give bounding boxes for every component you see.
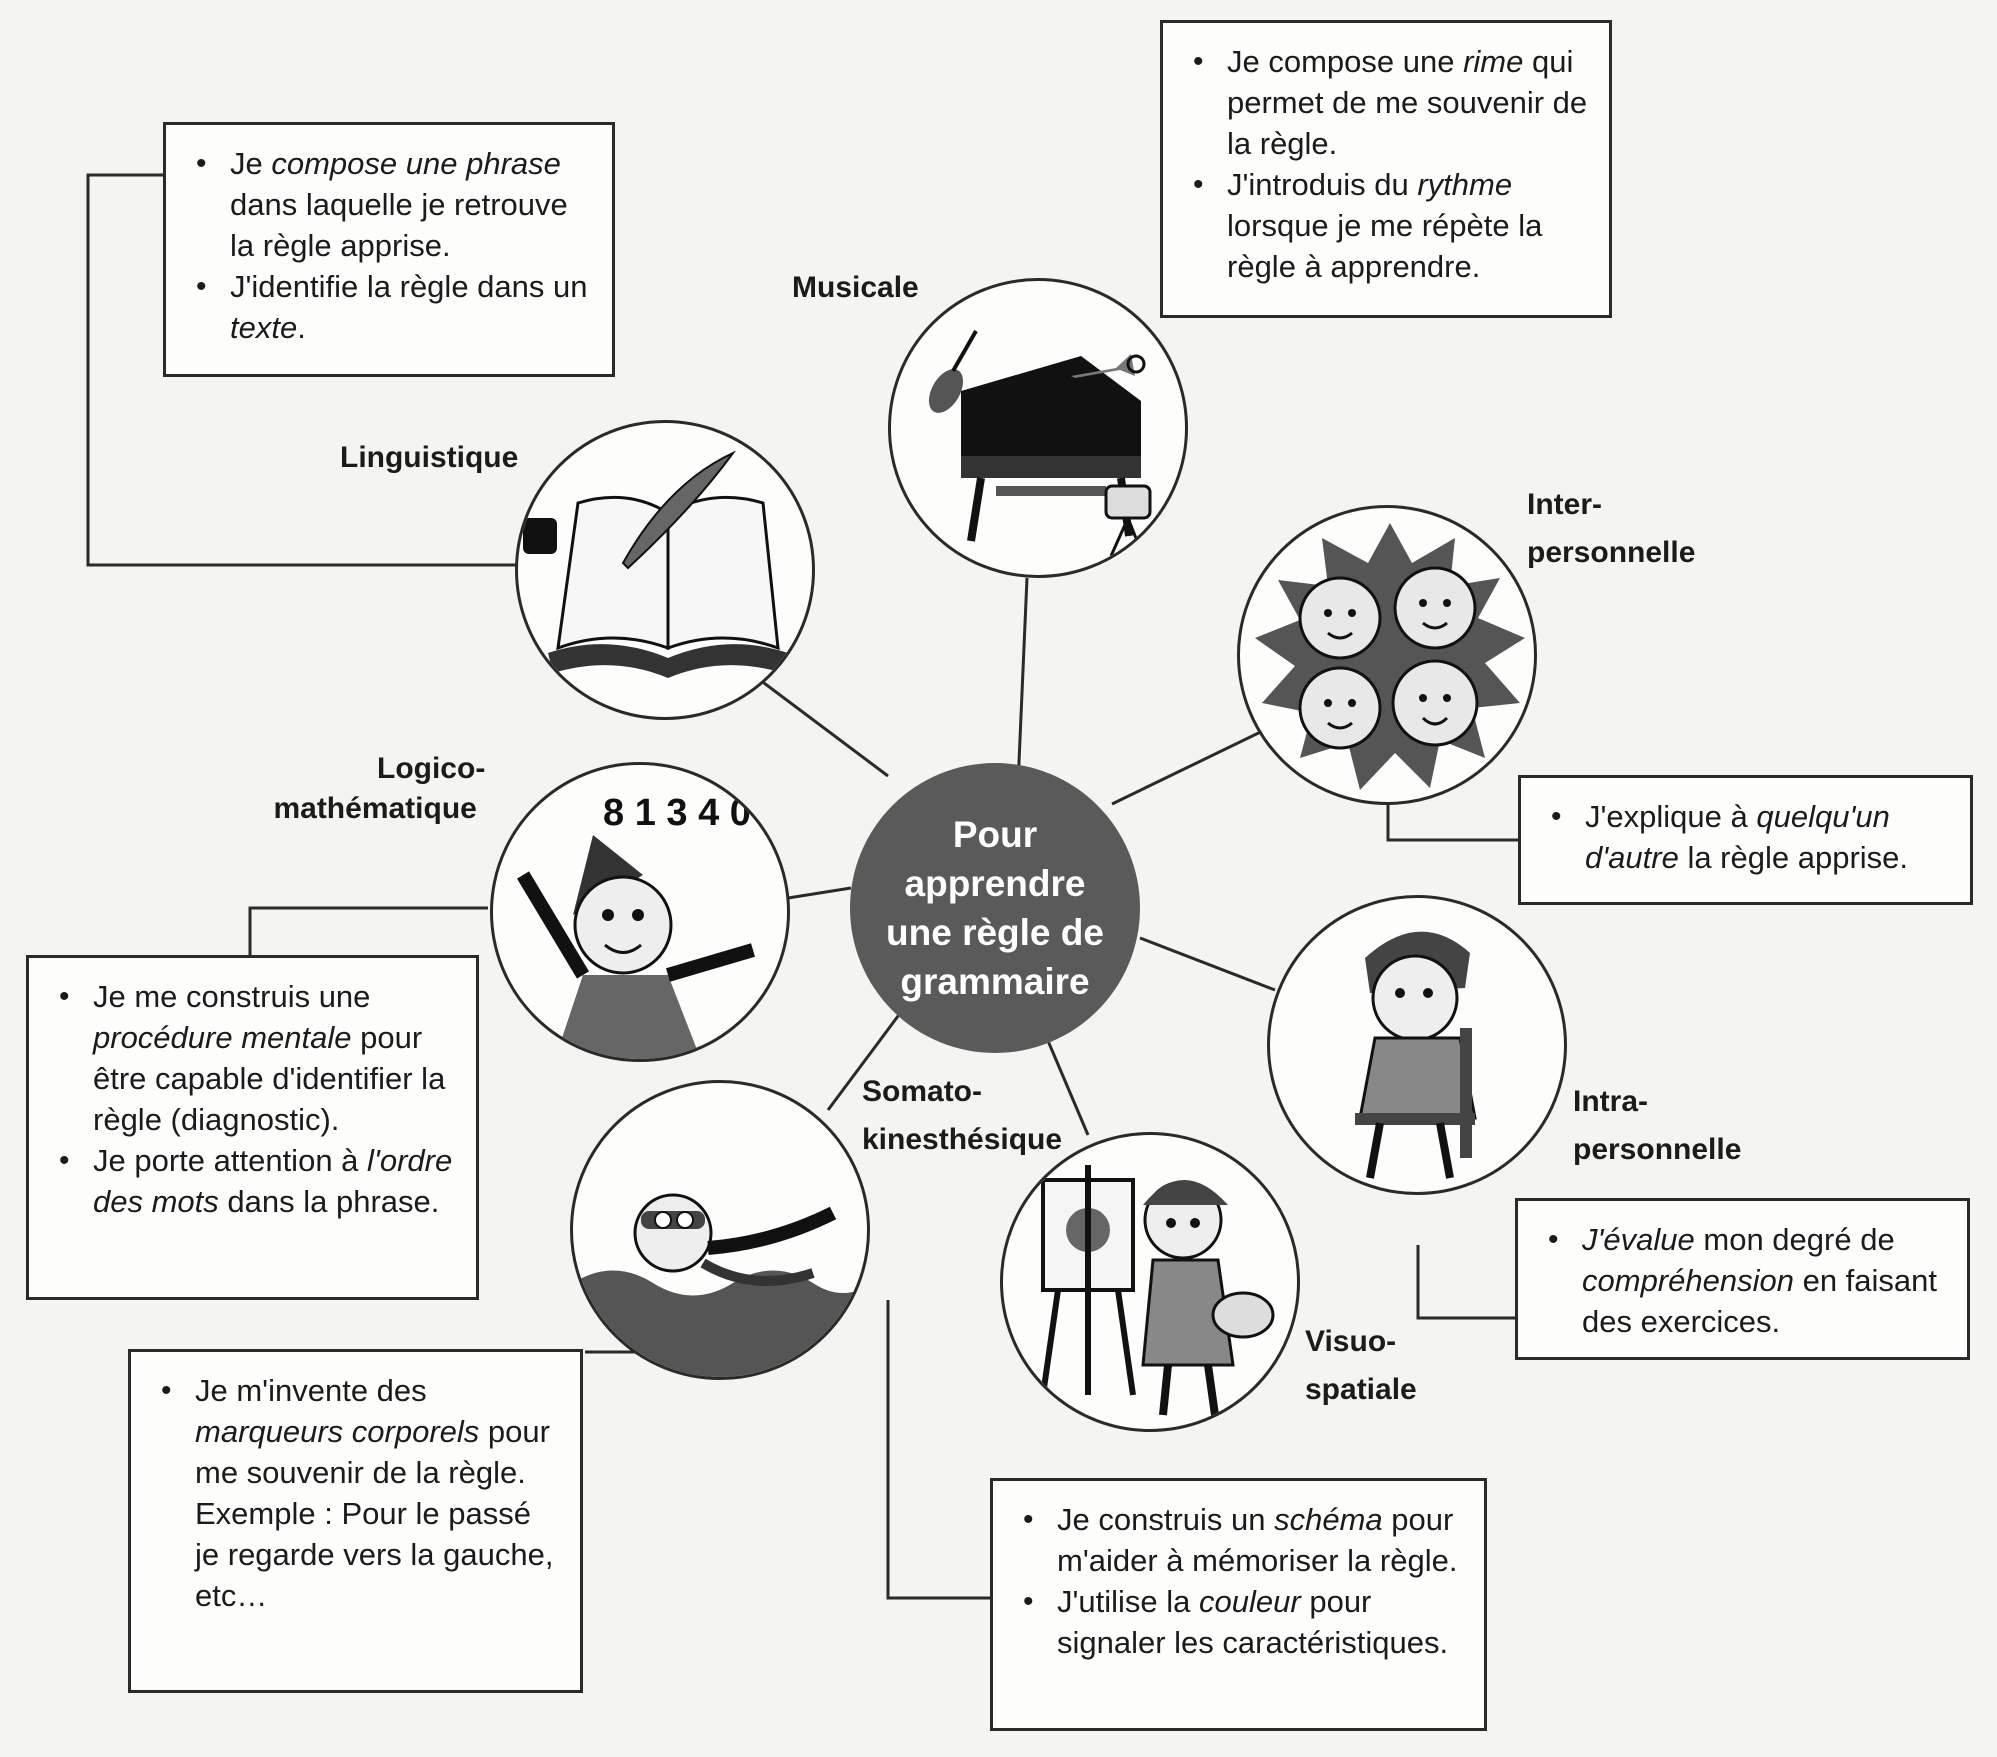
box-intrapersonnelle: J'évalue mon degré de compréhension en f… [1515,1198,1970,1360]
label-visuo: Visuo- spatiale [1305,1322,1417,1410]
box-interpersonnelle: J'explique à quelqu'un d'autre la règle … [1518,775,1973,905]
example-text: Exemple : Pour le passé je regarde vers … [195,1496,554,1613]
book-quill-icon [515,420,815,720]
label-musicale: Musicale [792,271,919,304]
label-line: spatiale [1305,1373,1417,1406]
child-numbers-icon: 8 1 3 4 0 [490,762,790,1062]
box-logico: Je me construis une procédure mentale po… [26,955,479,1300]
bullet-item: Je m'invente des marqueurs corporels pou… [161,1370,560,1493]
swimmer-icon [570,1080,870,1380]
bullet-item: Je porte attention à l'ordre des mots da… [59,1140,456,1222]
center-line: une règle de [886,912,1104,953]
bullet-item: Je construis un schéma pour m'aider à mé… [1023,1499,1464,1581]
label-linguistique: Linguistique [340,441,519,474]
center-line: apprendre [904,863,1086,904]
bullet-item: Je compose une rime qui permet de me sou… [1193,41,1589,164]
painter-easel-icon [1000,1132,1300,1432]
label-interpersonnelle: Inter- personnelle [1527,485,1695,573]
label-line: personnelle [1527,536,1696,569]
bullet-item: J'évalue mon degré de compréhension en f… [1548,1219,1947,1342]
label-line: kinesthésique [862,1123,1063,1156]
bullet-item: J'explique à quelqu'un d'autre la règle … [1551,796,1950,878]
box-linguistique: Je compose une phrase dans laquelle je r… [163,122,615,377]
music-instruments-icon [888,278,1188,578]
label-line: personnelle [1573,1133,1742,1166]
label-line: Logico- [377,752,486,785]
bullet-item: J'utilise la couleur pour signaler les c… [1023,1581,1464,1663]
bullet-item: J'introduis du rythme lorsque je me répè… [1193,164,1589,287]
label-intrapersonnelle: Intra- personnelle [1573,1082,1741,1170]
box-visuo: Je construis un schéma pour m'aider à mé… [990,1478,1487,1731]
group-faces-icon [1237,505,1537,805]
box-somato: Je m'invente des marqueurs corporels pou… [128,1349,583,1693]
center-line: grammaire [900,961,1090,1002]
label-logico: Logico- mathématique [265,749,485,829]
center-line: Pour [952,814,1038,855]
label-somato: Somato- kinesthésique [862,1072,1062,1160]
bullet-item: Je me construis une procédure mentale po… [59,976,456,1140]
bullet-item: J'identifie la règle dans un texte. [196,266,592,348]
bullet-item: Je compose une phrase dans laquelle je r… [196,143,592,266]
thinking-child-icon [1267,895,1567,1195]
label-line: Visuo- [1305,1325,1397,1358]
label-line: Somato- [862,1075,982,1108]
box-musicale: Je compose une rime qui permet de me sou… [1160,20,1612,318]
center-hub: Pour apprendre une règle de grammaire [850,763,1140,1053]
label-line: Intra- [1573,1085,1648,1118]
numbers-text: 8 1 3 4 0 [603,792,751,834]
label-line: mathématique [273,792,477,825]
label-line: Inter- [1527,488,1602,521]
